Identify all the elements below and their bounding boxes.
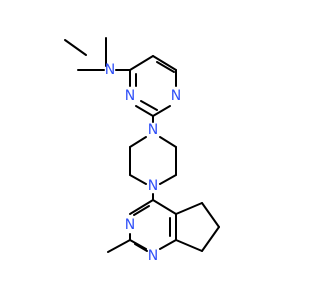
bond (129, 239, 147, 250)
bond (152, 199, 177, 215)
bond (129, 199, 154, 215)
bond (129, 136, 147, 148)
bond (107, 239, 131, 253)
atom-label-n-pyrimidine-2: N (125, 88, 135, 104)
atom-label-n-fused-2: N (148, 248, 158, 264)
bond (175, 202, 203, 215)
molecule-structure-diagram: N N N N N N N (64, 37, 220, 264)
bond (140, 100, 158, 111)
bond (135, 105, 154, 117)
bond (159, 136, 177, 148)
bond (64, 39, 87, 56)
bond (129, 174, 147, 185)
atom-label-n-dimethylamino: N (105, 62, 115, 78)
atom-label-n-fused-1: N (125, 217, 135, 233)
atom-label-group: N N N N N N N (105, 62, 181, 264)
bond (129, 55, 154, 71)
bond (175, 239, 203, 252)
atom-label-n-piperazine-1: N (148, 122, 158, 138)
bond (134, 243, 148, 252)
bond (159, 174, 177, 185)
bond (152, 105, 171, 117)
bond (156, 61, 175, 73)
bond (133, 205, 150, 216)
atom-label-n-pyrimidine-1: N (171, 88, 181, 104)
bond (159, 239, 177, 250)
bond (201, 202, 220, 228)
bond (152, 55, 177, 71)
atom-label-n-piperazine-2: N (148, 178, 158, 194)
bond-group (64, 37, 220, 253)
bond (201, 226, 220, 252)
